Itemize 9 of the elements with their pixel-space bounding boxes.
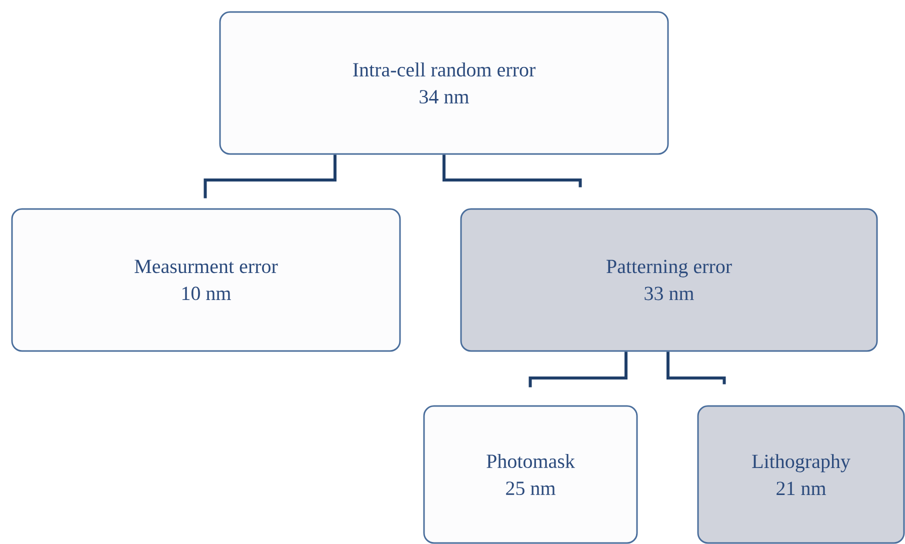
text-box: Intra-cell random error 34 nm: [219, 11, 669, 155]
connector-line: [204, 154, 336, 198]
text-box: Patterning error 33 nm: [460, 208, 878, 352]
connector-line: [666, 352, 726, 384]
connector-line: [442, 154, 582, 188]
text-box: Measurment error 10 nm: [11, 208, 401, 352]
connector-line: [528, 352, 628, 388]
text-box: Photomask 25 nm: [423, 405, 638, 544]
text-box: Lithography 21 nm: [697, 405, 905, 544]
